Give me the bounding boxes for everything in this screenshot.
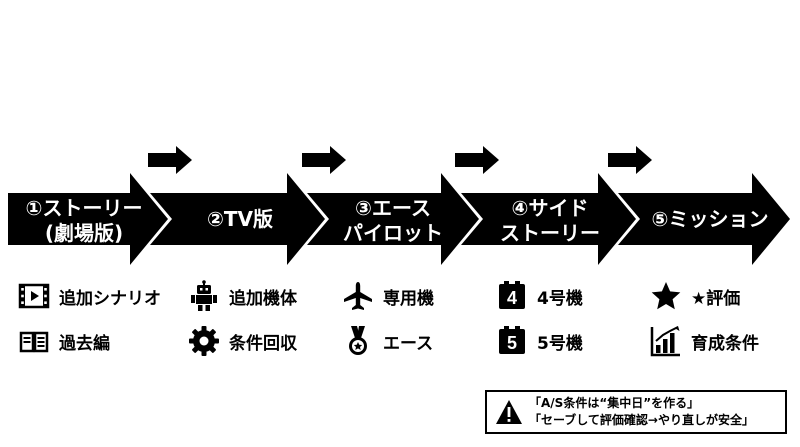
book-icon — [19, 331, 49, 353]
badge-number: 5 — [507, 333, 517, 353]
legend-item-star-rating: ★評価 — [650, 280, 740, 312]
step-label-4: ④サイド ストーリー — [500, 196, 600, 246]
step-1-line-1: ①ストーリー — [25, 196, 143, 220]
connector-arrow-1 — [148, 146, 192, 174]
medal-icon — [349, 326, 367, 355]
legend-item-past-episode: 過去編 — [18, 325, 110, 357]
legend-label: 条件回収 — [229, 333, 297, 354]
legend-label: 専用機 — [383, 288, 434, 309]
connector-arrow-3 — [455, 146, 499, 174]
robot-icon — [191, 280, 217, 311]
step-2-line-1: ②TV版 — [206, 207, 274, 231]
step-1-line-2: (劇場版) — [44, 221, 124, 245]
step-4-line-1: ④サイド — [511, 196, 589, 220]
warning-line-1: 「A/S条件は“集中日”を作る」 — [529, 396, 700, 410]
warning-note: 「A/S条件は“集中日”を作る」 「セーブして評価確認→やり直しが安全」 — [485, 390, 787, 434]
warning-line-2: 「セーブして評価確認→やり直しが安全」 — [529, 413, 754, 427]
legend-item-exclusive-unit: 専用機 — [342, 280, 434, 312]
star-icon — [651, 282, 681, 310]
legend-item-additional-unit: 追加機体 — [188, 280, 297, 312]
step-4-line-2: ストーリー — [500, 221, 600, 245]
legend-label: 5号機 — [537, 333, 583, 354]
legend-label: 育成条件 — [691, 333, 759, 354]
film-icon — [18, 283, 50, 309]
legend-label: エース — [383, 333, 434, 354]
number-5-badge-icon: 5 — [499, 326, 525, 354]
step-5-line-1: ⑤ミッション — [651, 207, 769, 231]
legend-label: 追加機体 — [229, 288, 297, 309]
connector-arrow-2 — [302, 146, 346, 174]
badge-number: 4 — [507, 288, 517, 308]
step-arrow-4 — [461, 173, 636, 265]
step-label-3: ③エース パイロット — [343, 196, 443, 246]
step-label-1: ①ストーリー (劇場版) — [26, 196, 143, 246]
legend-label: ★評価 — [691, 288, 741, 309]
legend-label: 過去編 — [59, 333, 110, 354]
legend-item-unit-5: 5 5号機 — [496, 325, 583, 357]
step-arrow-1 — [8, 173, 168, 265]
step-arrow-3 — [307, 173, 479, 265]
step-3-line-1: ③エース — [355, 196, 431, 220]
step-label-2: ②TV版 — [207, 207, 273, 232]
warning-text: 「A/S条件は“集中日”を作る」 「セーブして評価確認→やり直しが安全」 — [529, 395, 754, 429]
number-4-badge-icon: 4 — [499, 281, 525, 309]
legend-item-training-condition: 育成条件 — [650, 325, 759, 357]
legend-item-ace: エース — [342, 325, 433, 357]
step-label-5: ⑤ミッション — [652, 207, 769, 232]
legend-item-unit-4: 4 4号機 — [496, 280, 583, 312]
legend-label: 追加シナリオ — [59, 288, 161, 309]
step-arrow-5 — [618, 173, 790, 265]
flow-diagram — [8, 146, 790, 265]
step-3-line-2: パイロット — [343, 221, 443, 245]
warning-icon — [496, 400, 522, 424]
step-arrow-2 — [150, 173, 325, 265]
gear-icon — [189, 326, 219, 356]
bar-chart-icon — [650, 326, 680, 357]
legend-item-additional-scenario: 追加シナリオ — [18, 280, 161, 312]
legend-label: 4号機 — [537, 288, 583, 309]
connector-arrow-4 — [608, 146, 652, 174]
legend-item-condition-collect: 条件回収 — [188, 325, 297, 357]
plane-icon — [344, 282, 372, 310]
